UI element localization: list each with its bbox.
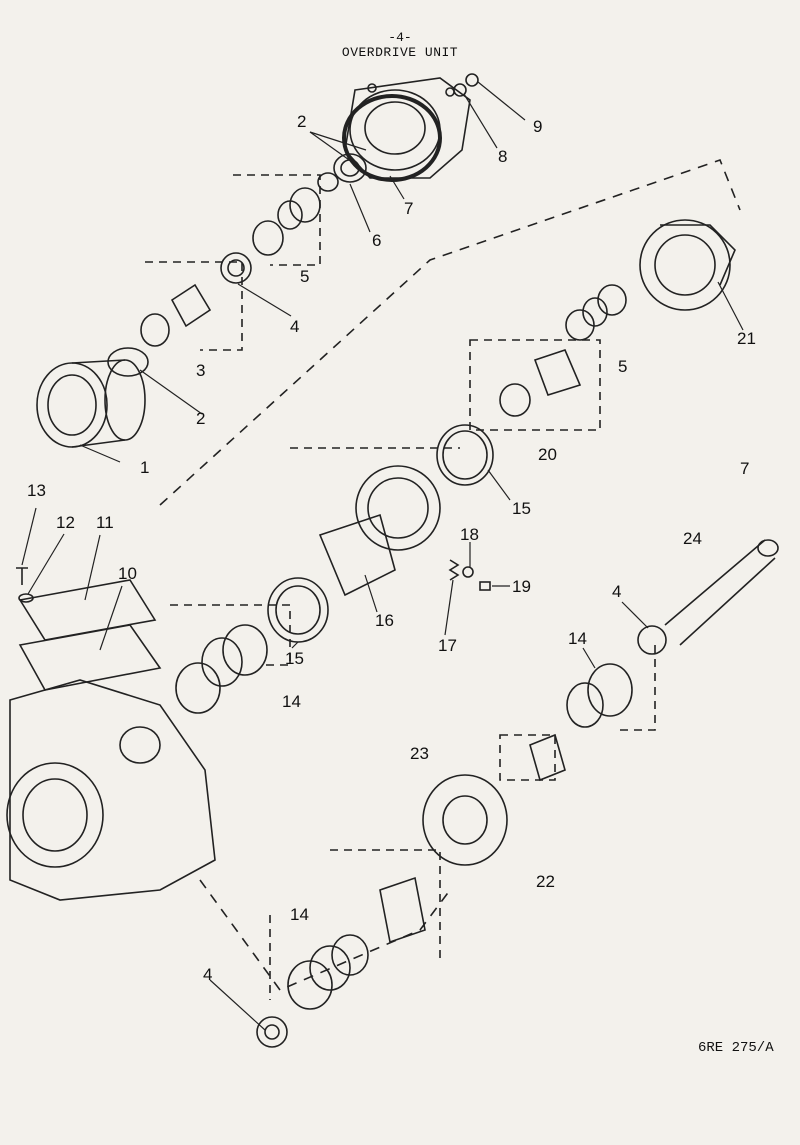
synchro-sleeve — [355, 465, 441, 551]
washer-5-right-a — [597, 284, 627, 316]
needle-roller-22 — [379, 876, 426, 944]
spacer-upper — [140, 313, 170, 347]
group-3-bracket — [145, 261, 243, 351]
nut-9 — [465, 73, 479, 87]
callout-14-lower: 14 — [290, 905, 309, 924]
group-14-right-bracket — [620, 645, 656, 731]
callout-3: 3 — [196, 361, 206, 380]
washer-4-right — [637, 625, 667, 655]
thrust-washer-14-right — [566, 682, 604, 728]
thrust-bearing-14-right — [587, 663, 633, 717]
callout-6: 6 — [372, 231, 382, 250]
callout-21: 21 — [737, 329, 756, 348]
callout-18: 18 — [460, 525, 479, 544]
callout-4-lower: 4 — [203, 965, 213, 984]
callout-14-right: 14 — [568, 629, 587, 648]
assembly-line-top — [159, 158, 741, 506]
callout-2-upper: 2 — [297, 112, 307, 131]
callout-24: 24 — [683, 529, 702, 548]
callout-4-upper: 4 — [290, 317, 300, 336]
thrust-bearing — [277, 200, 303, 230]
callout-23: 23 — [410, 744, 429, 763]
page-title: OVERDRIVE UNIT — [341, 45, 459, 60]
thrust-washer-14-left-b — [175, 662, 221, 714]
callout-5-right: 5 — [618, 357, 628, 376]
callout-5-upper: 5 — [300, 267, 310, 286]
synchro-hub — [318, 513, 396, 597]
thrust-bearing-14-lower — [309, 945, 351, 991]
ring-gear-15-lower — [267, 577, 329, 643]
callout-19: 19 — [512, 577, 531, 596]
callout-15-upper: 15 — [512, 499, 531, 518]
spacer-20 — [499, 383, 531, 417]
washer-4-upper — [220, 252, 252, 284]
callout-4-right: 4 — [612, 582, 622, 601]
thrust-washer-14-lower-b — [287, 960, 333, 1010]
spring-17 — [448, 559, 460, 581]
callout-15-lower: 15 — [285, 649, 304, 668]
gasket-10 — [18, 624, 162, 691]
cover-plate-11 — [18, 579, 157, 641]
callout-11: 11 — [96, 513, 114, 532]
group-14-left-bracket — [170, 604, 291, 666]
callout-14-left: 14 — [282, 692, 301, 711]
needle-roller-20 — [533, 349, 582, 396]
reference-code: 6RE 275/A — [698, 1040, 774, 1056]
callout-20: 20 — [538, 445, 557, 464]
washer-12 — [18, 593, 34, 603]
callout-17: 17 — [438, 636, 457, 655]
overdrive-housing — [344, 77, 471, 179]
callout-12: 12 — [56, 513, 75, 532]
shaft-24 — [664, 539, 779, 646]
group-22-bracket — [330, 849, 441, 960]
gear-23 — [422, 774, 508, 866]
callout-10: 10 — [118, 564, 137, 583]
leader-lines — [21, 81, 744, 1031]
transfer-casing — [6, 679, 216, 901]
washer-8 — [453, 83, 467, 97]
ring-gear-15-upper — [436, 424, 494, 486]
callout-8: 8 — [498, 147, 508, 166]
callout-7-upper: 7 — [404, 199, 414, 218]
ball-18 — [462, 566, 474, 578]
washer-5-right-b — [565, 309, 595, 341]
group-20-bracket — [469, 339, 601, 431]
callout-1: 1 — [140, 458, 150, 477]
thrust-washer-14-lower — [331, 934, 369, 976]
thrust-washer-14-left — [222, 624, 268, 676]
thrust-washer — [289, 187, 321, 223]
callout-7-right: 7 — [740, 459, 750, 478]
gear-21 — [639, 219, 736, 311]
washer-4-lower — [256, 1016, 288, 1048]
bolt-13 — [16, 567, 28, 585]
page-header: -4- OVERDRIVE UNIT — [0, 30, 800, 60]
needle-group-bracket — [499, 734, 556, 781]
main-bearing — [36, 359, 146, 448]
seal-2-upper — [317, 172, 339, 192]
callout-9: 9 — [533, 117, 543, 136]
bearing-5-right — [582, 297, 608, 327]
group-5-bracket — [233, 174, 321, 266]
pad-19 — [479, 581, 491, 591]
callout-16: 16 — [375, 611, 394, 630]
needle-roller-upper — [170, 283, 212, 328]
circlip-2 — [107, 347, 149, 377]
callout-13: 13 — [27, 481, 46, 500]
thrust-bearing-14-left — [201, 637, 243, 687]
callout-2-lower: 2 — [196, 409, 206, 428]
needle-roller-right — [529, 733, 566, 782]
seal-6 — [333, 153, 367, 183]
thrust-washer-2 — [252, 220, 284, 256]
assembly-line-bottom — [199, 879, 451, 991]
callout-22: 22 — [536, 872, 555, 891]
page-number: -4- — [388, 30, 412, 45]
